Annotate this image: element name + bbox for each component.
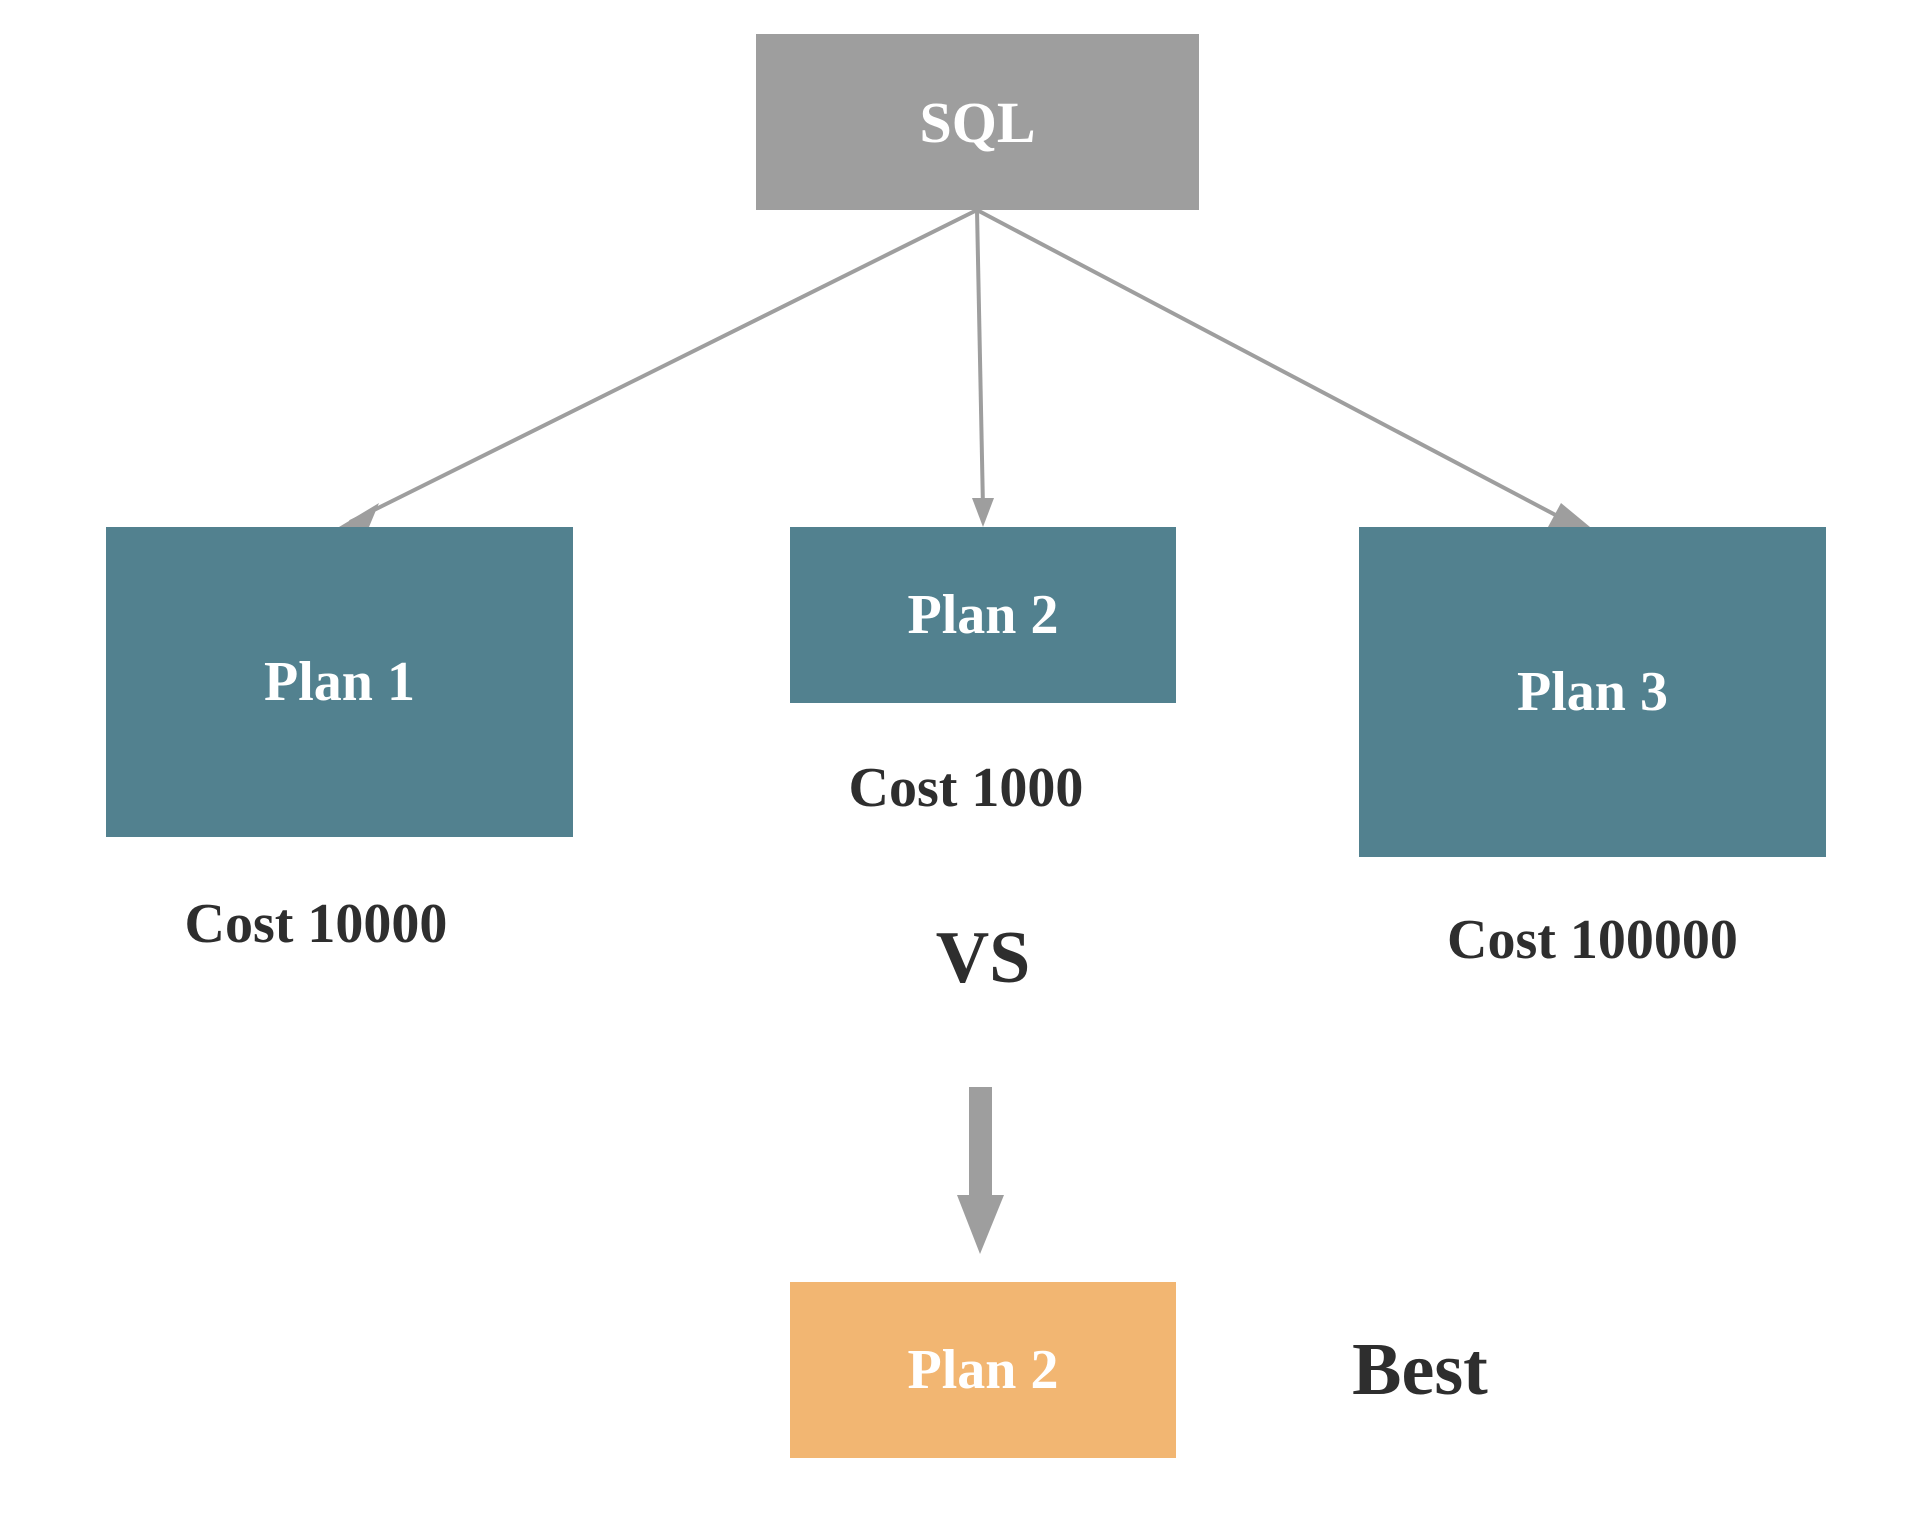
plan1-node: Plan 1 [106, 527, 573, 837]
arrowhead-plan1 [339, 503, 379, 527]
plan1-node-label: Plan 1 [264, 651, 415, 713]
arrowhead-plan3 [1548, 503, 1590, 527]
plan3-node-label: Plan 3 [1517, 661, 1668, 723]
plan2-cost-label: Cost 1000 [848, 757, 1084, 819]
edge-sql-to-plan2 [975, 209, 985, 509]
result-arrow-head [957, 1195, 1004, 1254]
plan1-cost-label: Cost 10000 [184, 893, 448, 955]
plan2-node-label: Plan 2 [907, 584, 1059, 646]
arrowhead-plan2 [972, 498, 994, 527]
best-plan-node: Plan 2 [790, 1282, 1176, 1458]
edge-sql-to-plan1 [349, 208, 978, 524]
sql-node: SQL [756, 34, 1199, 210]
plan3-cost-label: Cost 100000 [1447, 909, 1738, 971]
best-label: Best [1352, 1329, 1488, 1411]
sql-node-label: SQL [919, 89, 1036, 155]
best-plan-node-label: Plan 2 [907, 1339, 1059, 1401]
comparison-label: VS [935, 917, 1031, 999]
edge-sql-to-plan3 [976, 208, 1566, 522]
plan3-node: Plan 3 [1359, 527, 1826, 857]
plan2-node: Plan 2 [790, 527, 1176, 703]
result-arrow-shaft [969, 1087, 992, 1203]
